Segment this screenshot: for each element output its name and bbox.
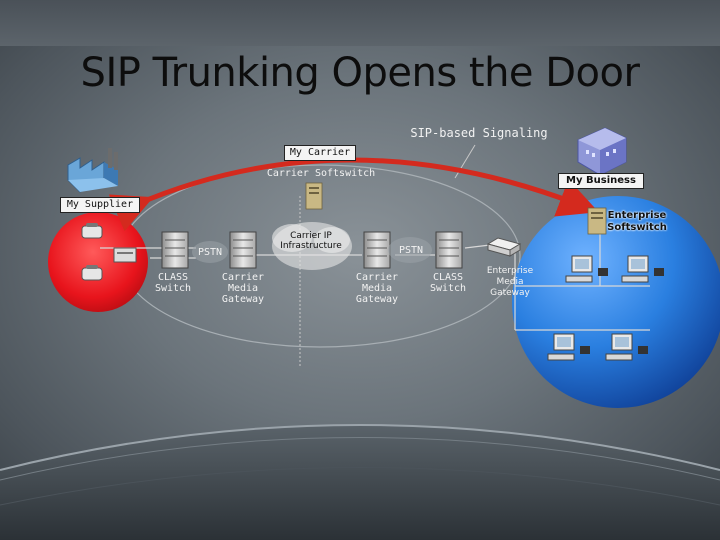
pc-icon [565,255,608,283]
my-carrier-box: My Carrier [284,145,356,161]
pstn-right-label: PSTN [398,245,424,256]
media-gateway-icon [363,231,391,269]
supplier-circle [48,212,148,312]
sip-signaling-label: SIP-based Signaling [410,126,548,140]
media-gateway-icon [486,237,522,257]
phone-icon [81,223,103,239]
media-gateway-icon [229,231,257,269]
class-switch-left-label: CLASS Switch [154,272,192,294]
pc-icon [621,255,664,283]
carrier-ip-infrastructure-label: Carrier IP Infrastructure [280,231,342,251]
pstn-cloud-right [388,237,432,263]
phone-icon [81,265,103,281]
carrier-softswitch-label: Carrier Softswitch [266,168,376,179]
enterprise-softswitch-label: Enterprise Softswitch [607,210,667,233]
class-switch-left-icon [161,231,189,269]
ip-cloud-icon [272,222,352,270]
pc-icon [547,333,590,361]
enterprise-media-gateway-label: Enterprise Media Gateway [486,266,534,298]
carrier-media-gateway-right-label: Carrier Media Gateway [355,272,399,305]
my-business-box: My Business [558,173,644,189]
router-icon [113,247,137,263]
top-band [0,0,720,46]
factory-icon [67,148,118,193]
my-supplier-box: My Supplier [60,197,140,213]
pstn-left-label: PSTN [197,247,223,258]
pstn-cloud-left [192,241,228,263]
class-switch-right-label: CLASS Switch [429,272,467,294]
slide-title: SIP Trunking Opens the Door [80,50,640,96]
server-icon [305,182,323,210]
building-icon [577,127,627,176]
class-switch-right-icon [435,231,463,269]
bottom-swoosh [0,424,720,540]
carrier-media-gateway-left-label: Carrier Media Gateway [221,272,265,305]
server-icon [587,207,607,235]
pc-icon [605,333,648,361]
